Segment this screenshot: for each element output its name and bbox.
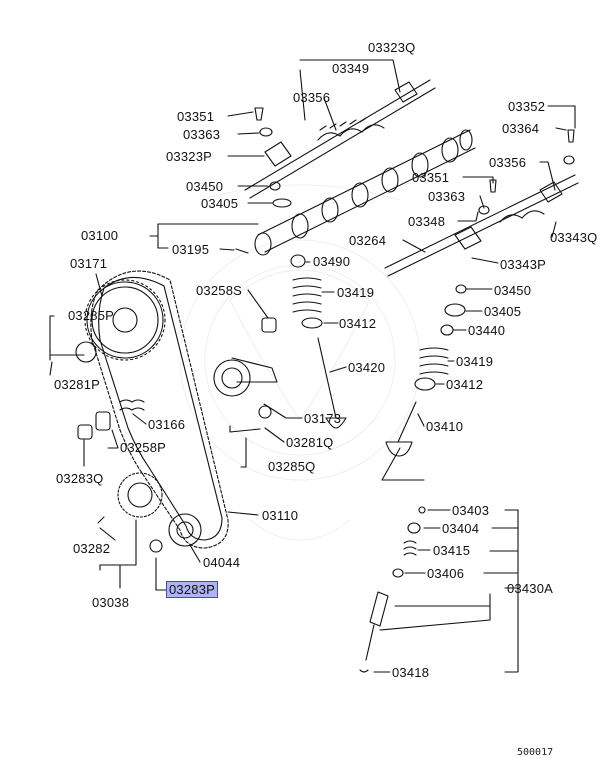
label-03356[interactable]: 03356	[293, 90, 331, 105]
label-03283P-highlighted[interactable]: 03283P	[166, 581, 219, 598]
leader-lines	[49, 59, 576, 673]
label-03418[interactable]: 03418	[392, 665, 430, 680]
label-03406[interactable]: 03406	[427, 566, 465, 581]
part-03285P-washer	[75, 341, 97, 363]
part-03412-seal	[301, 317, 323, 329]
label-03403[interactable]: 03403	[452, 503, 490, 518]
tensioner-pulley	[213, 357, 278, 419]
idler-pulley	[168, 513, 202, 547]
part-03406-plunger	[392, 568, 404, 578]
part-03440-lock	[440, 324, 454, 336]
label-03352[interactable]: 03352	[508, 99, 546, 114]
part-03166-spring	[119, 399, 145, 411]
label-03110[interactable]: 03110	[262, 508, 299, 523]
label-03412b[interactable]: 03412	[446, 377, 484, 392]
part-03364-washer	[563, 155, 575, 165]
label-03285P[interactable]: 03285P	[68, 308, 115, 323]
part-03285Q-bolt	[229, 425, 261, 433]
label-03038[interactable]: 03038	[92, 595, 130, 610]
right-rocker-shaft	[384, 174, 579, 277]
label-03419[interactable]: 03419	[337, 285, 375, 300]
label-03283Q[interactable]: 03283Q	[56, 471, 104, 486]
label-03264[interactable]: 03264	[349, 233, 387, 248]
part-03410-valve	[385, 401, 417, 457]
part-03363b-washer	[478, 205, 490, 215]
label-03258P[interactable]: 03258P	[120, 440, 167, 455]
part-03450b-washer	[455, 284, 467, 294]
label-03356b[interactable]: 03356	[489, 155, 527, 170]
part-03415-spring	[403, 540, 417, 556]
part-03490-cap	[290, 254, 306, 268]
part-03352-bolt	[567, 129, 575, 143]
part-03420-valve	[317, 337, 347, 429]
label-03258S[interactable]: 03258S	[196, 283, 243, 298]
upper-rocker-shaft	[244, 79, 436, 199]
part-03283P-nut	[149, 539, 163, 553]
label-03450[interactable]: 03450	[186, 179, 224, 194]
part-03419-spring	[292, 277, 322, 313]
label-03490[interactable]: 03490	[313, 254, 351, 269]
label-03405[interactable]: 03405	[201, 196, 239, 211]
part-03405-seat	[272, 198, 292, 208]
label-03285Q[interactable]: 03285Q	[268, 459, 316, 474]
label-03363b[interactable]: 03363	[428, 189, 466, 204]
label-03405b[interactable]: 03405	[484, 304, 522, 319]
part-03282-key	[97, 516, 105, 524]
label-03419b[interactable]: 03419	[456, 354, 494, 369]
label-03173[interactable]: 03173	[304, 411, 342, 426]
label-03404[interactable]: 03404	[442, 521, 480, 536]
label-03281P[interactable]: 03281P	[54, 377, 101, 392]
label-03323P[interactable]: 03323P	[166, 149, 213, 164]
part-03195-pin	[235, 248, 249, 254]
timing-belt	[90, 270, 229, 549]
label-03348[interactable]: 03348	[408, 214, 446, 229]
label-03100[interactable]: 03100	[81, 228, 119, 243]
label-03430A[interactable]: 03430A	[507, 581, 554, 596]
label-03166[interactable]: 03166	[148, 417, 186, 432]
label-03364[interactable]: 03364	[502, 121, 540, 136]
part-03403-ball	[418, 506, 426, 514]
label-03282[interactable]: 03282	[73, 541, 111, 556]
watermark-emblem	[179, 184, 421, 541]
part-03351-bolt	[254, 107, 264, 121]
part-03419b-spring	[419, 347, 449, 375]
part-03450-washer	[269, 181, 281, 191]
camshaft-sprocket	[84, 279, 166, 361]
part-03430A-adjuster	[369, 591, 389, 627]
label-03195[interactable]: 03195	[172, 242, 210, 257]
part-03418-pin	[359, 624, 375, 673]
label-03323Q[interactable]: 03323Q	[368, 40, 416, 55]
label-03343Q[interactable]: 03343Q	[550, 230, 598, 245]
part-03363-washer	[259, 127, 273, 137]
camshaft	[254, 129, 476, 256]
label-03171[interactable]: 03171	[70, 256, 108, 271]
label-03343P[interactable]: 03343P	[500, 257, 547, 272]
label-03363[interactable]: 03363	[183, 127, 221, 142]
part-03351b-bolt	[489, 179, 497, 193]
part-03283Q-nut	[77, 424, 93, 440]
label-03281Q[interactable]: 03281Q	[286, 435, 334, 450]
label-03440[interactable]: 03440	[468, 323, 506, 338]
label-03351[interactable]: 03351	[177, 109, 215, 124]
crank-sprocket	[117, 472, 163, 518]
part-03404-cap	[407, 522, 421, 534]
part-03258S-bushing	[261, 317, 277, 333]
document-number: 500017	[517, 747, 554, 758]
label-03415[interactable]: 03415	[433, 543, 471, 558]
label-03349[interactable]: 03349	[332, 61, 370, 76]
label-03420[interactable]: 03420	[348, 360, 386, 375]
part-03412b-seal	[414, 377, 436, 391]
label-03410[interactable]: 03410	[426, 419, 464, 434]
part-03405b-seat	[444, 303, 466, 317]
label-04044[interactable]: 04044	[203, 555, 241, 570]
part-03258P-bushing	[95, 411, 111, 431]
label-03351b[interactable]: 03351	[412, 170, 450, 185]
label-03412[interactable]: 03412	[339, 316, 377, 331]
label-03450b[interactable]: 03450	[494, 283, 532, 298]
